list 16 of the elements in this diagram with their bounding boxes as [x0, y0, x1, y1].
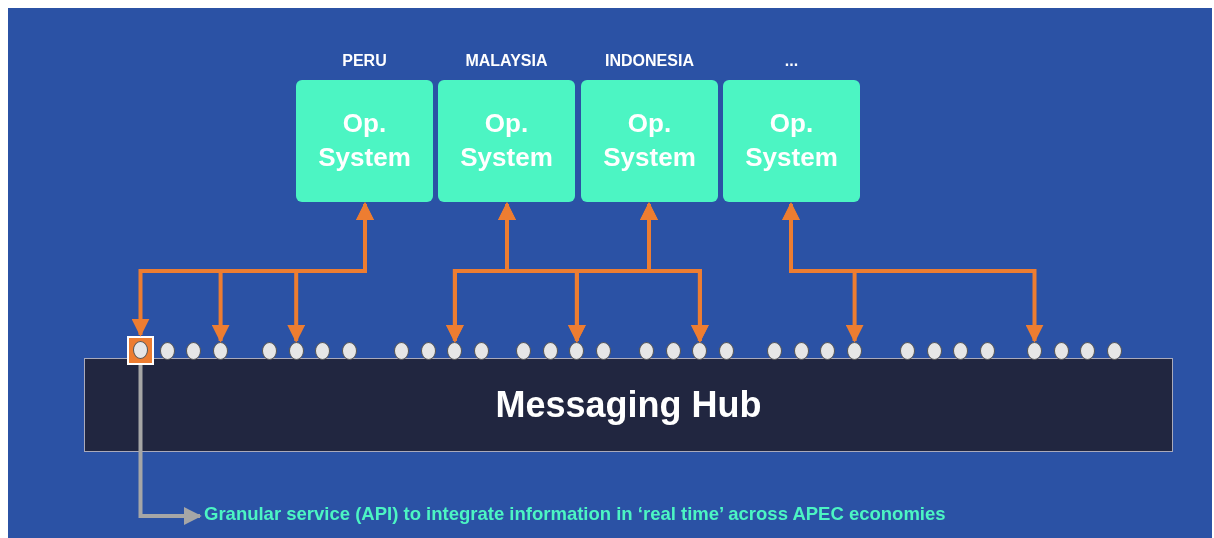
country-label: INDONESIA — [604, 52, 695, 70]
country-label: MALAYSIA — [464, 52, 549, 70]
hub-label: Messaging Hub — [495, 384, 762, 426]
arrow — [782, 202, 1044, 343]
system-label: Op. System — [459, 107, 554, 174]
highlighted-connector — [127, 336, 154, 365]
country-label: PERU — [341, 52, 388, 70]
system-label: Op. System — [602, 107, 697, 174]
leader-arrow — [138, 365, 202, 525]
system-label: Op. System — [317, 107, 412, 174]
arrow — [640, 202, 709, 343]
system-label: Op. System — [744, 107, 839, 174]
arrow — [287, 202, 374, 343]
hub-bar — [84, 358, 1173, 452]
annotation-text: Granular service (API) to integrate information in ‘real time’ across APEC economies — [204, 503, 1144, 529]
country-label: ... — [783, 52, 800, 70]
